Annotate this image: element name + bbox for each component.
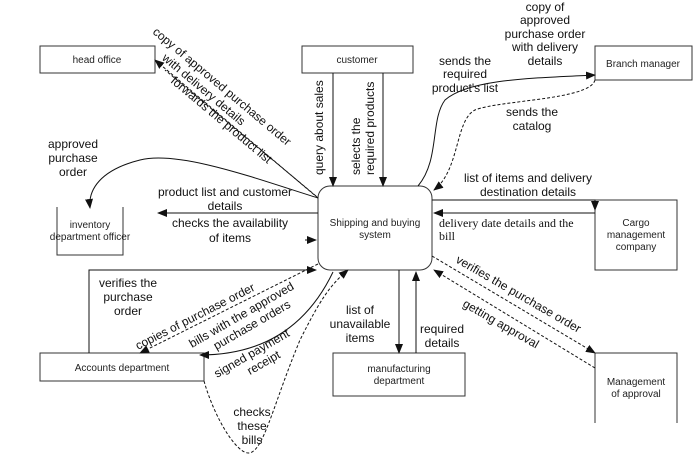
- label-checks-bills-line3: bills: [242, 433, 263, 447]
- flow-list-items-delivery: [432, 199, 599, 211]
- label-list-items-line2: destination details: [480, 185, 576, 199]
- label-delivery-date-line1: delivery date details and the: [439, 216, 574, 230]
- label-copy-branch-line4: with delivery: [511, 40, 578, 54]
- branch-manager-label: Branch manager: [606, 59, 681, 70]
- flow-verifies-po-approval: [431, 255, 596, 354]
- label-checks-bills-line2: these: [237, 419, 267, 433]
- inventory-label-line2: department officer: [50, 232, 131, 243]
- label-required-details-line1: required: [420, 322, 464, 336]
- management-of-approval-entity[interactable]: Management of approval: [594, 352, 678, 423]
- label-required-details-line2: details: [425, 336, 460, 350]
- label-verifies-accounts-line1: verifies the: [99, 276, 157, 290]
- flow-getting-approval: [433, 269, 596, 369]
- process-label-line2: system: [359, 230, 391, 241]
- shipping-buying-system-process[interactable]: Shipping and buying system: [317, 185, 433, 271]
- flow-forwards-product-list: [164, 69, 317, 197]
- flow-verifies-po-accounts: [88, 266, 317, 353]
- label-unavailable-line1: list of: [346, 303, 375, 317]
- flow-bills-approved: [199, 271, 334, 359]
- label-selects-line2: required products: [363, 82, 377, 175]
- label-verifies-accounts-line3: order: [114, 304, 142, 318]
- flow-sends-catalog: [433, 79, 596, 191]
- flow-approved-purchase-order: [85, 157, 319, 209]
- cargo-company-entity[interactable]: Cargo management company: [594, 199, 678, 271]
- label-approved-line1: approved: [48, 137, 98, 151]
- manufacturing-department-entity[interactable]: manufacturing department: [332, 352, 466, 397]
- approval-label-line2: of approval: [611, 389, 660, 400]
- label-checks-availability-line1: checks the availability: [172, 216, 288, 230]
- head-office-label: head office: [73, 55, 122, 66]
- head-office-entity[interactable]: head office: [39, 45, 156, 74]
- approval-label-line1: Management: [607, 377, 666, 388]
- accounts-department-entity[interactable]: Accounts department: [39, 352, 205, 382]
- process-label-line1: Shipping and buying: [330, 218, 421, 229]
- label-unavailable-line2: unavailable: [330, 317, 391, 331]
- label-product-list-line1: product list and customer: [158, 185, 292, 199]
- label-copy-branch-line5: details: [528, 54, 563, 68]
- manufacturing-label-line1: manufacturing: [367, 364, 430, 375]
- label-sends-required-line1: sends the: [439, 54, 491, 68]
- inventory-label-line1: inventory: [70, 220, 111, 231]
- customer-entity[interactable]: customer: [301, 45, 414, 74]
- label-sends-required-line3: product's list: [432, 81, 499, 95]
- flow-checks-bills: [203, 269, 349, 454]
- label-approved-line2: purchase: [48, 151, 98, 165]
- flow-copies-po: [139, 263, 319, 354]
- label-copy-branch-line3: purchase order: [505, 27, 586, 41]
- flow-sends-required-list: [417, 71, 596, 187]
- label-checks-availability-line2: of items: [209, 231, 251, 245]
- customer-label: customer: [336, 55, 378, 66]
- label-query-about-sales: query about sales: [312, 80, 326, 175]
- label-copy-branch-line2: approved: [520, 13, 570, 27]
- label-unavailable-line3: items: [346, 331, 375, 345]
- label-approved-line3: order: [59, 165, 87, 179]
- label-sends-catalog-line1: sends the: [506, 105, 558, 119]
- label-list-items-line1: list of items and delivery: [464, 171, 592, 185]
- cargo-label-line3: company: [616, 242, 657, 253]
- label-copy-branch-line1: copy of: [526, 0, 565, 14]
- label-delivery-date-line2: bill: [439, 229, 456, 243]
- cargo-label-line2: management: [607, 230, 666, 241]
- cargo-label-line1: Cargo: [622, 218, 650, 229]
- label-selects-line1: selects the: [349, 117, 363, 175]
- branch-manager-entity[interactable]: Branch manager: [594, 45, 693, 81]
- inventory-department-entity[interactable]: inventory department officer: [50, 207, 131, 256]
- label-checks-bills-line1: checks: [233, 405, 270, 419]
- manufacturing-label-line2: department: [374, 376, 425, 387]
- label-sends-required-line2: required: [443, 67, 487, 81]
- label-product-list-line2: details: [208, 199, 243, 213]
- label-sends-catalog-line2: catalog: [513, 119, 552, 133]
- accounts-label: Accounts department: [75, 363, 170, 374]
- label-verifies-accounts-line2: purchase: [103, 290, 153, 304]
